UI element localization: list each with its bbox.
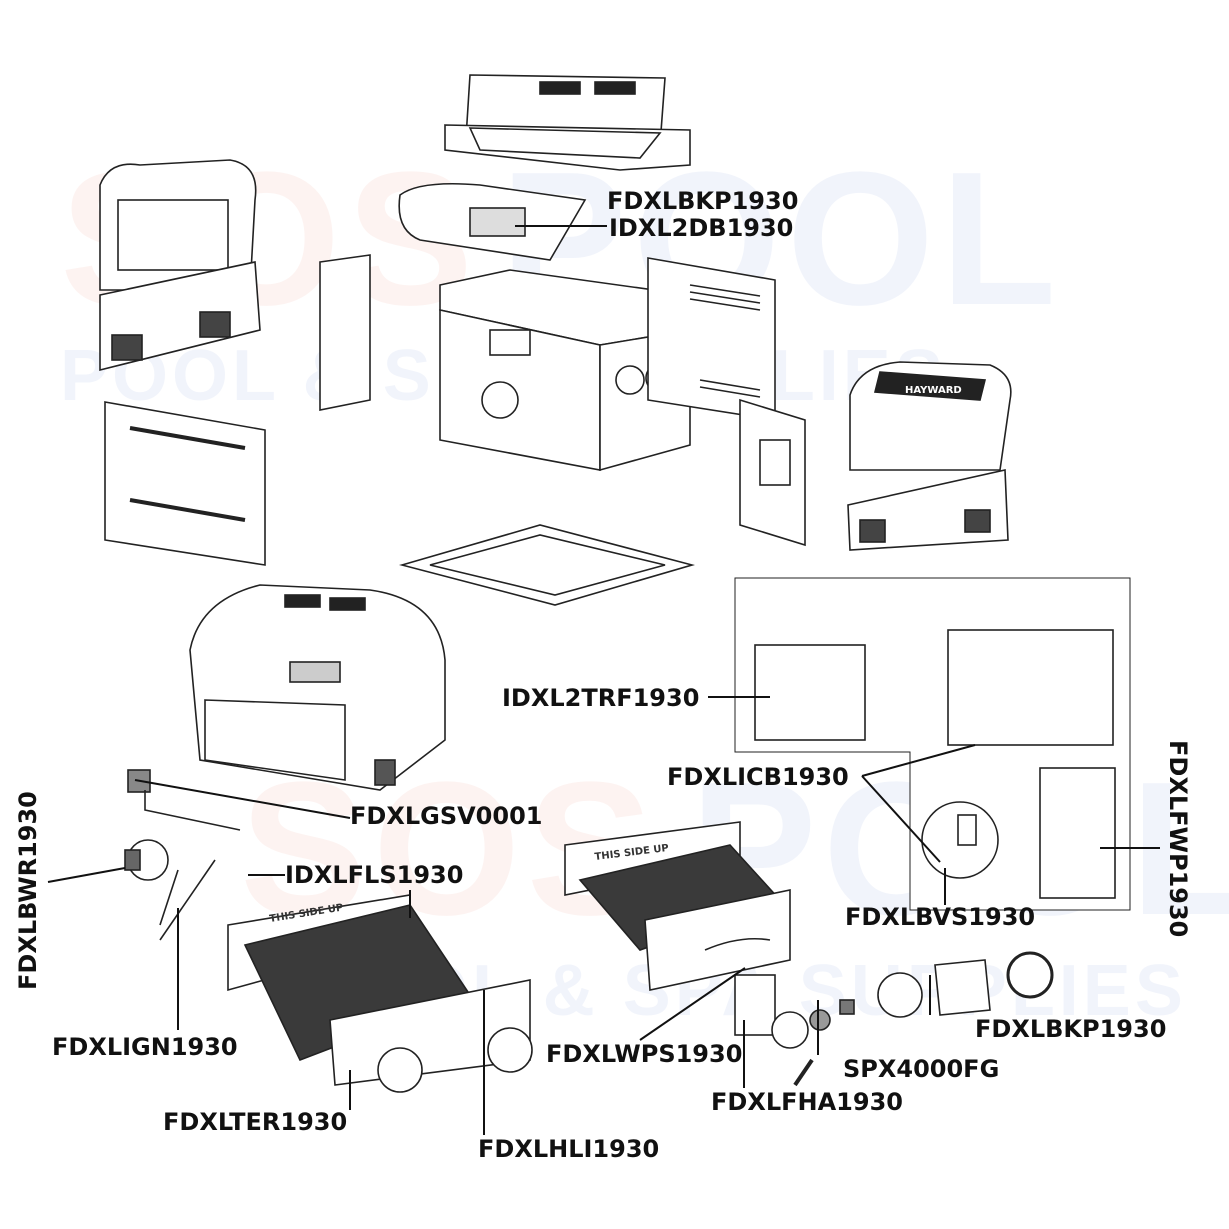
label-fdxlter1930: FDXLTER1930 bbox=[163, 1108, 348, 1136]
igniter-rod bbox=[159, 869, 179, 926]
heat-exchanger-left: THIS SIDE UP bbox=[227, 894, 533, 1093]
flame-sensor-rod bbox=[159, 859, 216, 941]
label-idxl2db1930: IDXL2DB1930 bbox=[609, 214, 794, 242]
water-header-assembly bbox=[734, 951, 1054, 1087]
rear-grille-panel bbox=[647, 257, 776, 421]
side-door-lower bbox=[99, 261, 261, 372]
label-fdxlbwr1930: FDXLBWR1930 bbox=[14, 791, 42, 990]
bolt bbox=[793, 1058, 814, 1087]
front-cover-lower bbox=[847, 469, 1009, 551]
gas-valve-manifold bbox=[127, 769, 241, 831]
label-fdxlfwp1930: FDXLFWP1930 bbox=[1164, 740, 1192, 938]
label-fdxlbkp1930-bypass: FDXLBKP1930 bbox=[975, 1015, 1167, 1043]
control-board-panel bbox=[734, 577, 1131, 911]
label-idxlfls1930: IDXLFLS1930 bbox=[285, 861, 464, 889]
front-cover-upper: HAYWARD bbox=[849, 361, 1012, 471]
heater-chassis bbox=[439, 269, 691, 472]
hayward-logo: HAYWARD bbox=[905, 385, 962, 396]
label-spx4000fg: SPX4000FG bbox=[843, 1055, 1000, 1083]
leader-lines bbox=[47, 225, 1160, 1135]
side-panel bbox=[104, 401, 266, 566]
label-fdxlicb1930: FDXLICB1930 bbox=[667, 763, 849, 791]
label-fdxlbkp1930-top: FDXLBKP1930 bbox=[607, 187, 799, 215]
label-fdxlign1930: FDXLIGN1930 bbox=[52, 1033, 238, 1061]
label-idxl2trf1930: IDXL2TRF1930 bbox=[502, 684, 700, 712]
label-fdxlbvs1930: FDXLBVS1930 bbox=[845, 903, 1036, 931]
assembled-heater bbox=[189, 584, 446, 791]
label-fdxlhli1930: FDXLHLI1930 bbox=[478, 1135, 660, 1163]
label-fdxlfha1930: FDXLFHA1930 bbox=[711, 1088, 903, 1116]
label-fdxlwps1930: FDXLWPS1930 bbox=[546, 1040, 743, 1068]
plumbing-side-panel bbox=[739, 398, 806, 547]
blower bbox=[124, 839, 169, 881]
top-frame bbox=[444, 124, 691, 171]
side-door-upper bbox=[99, 159, 257, 291]
display-bezel bbox=[398, 182, 587, 261]
heat-exchanger-right: THIS SIDE UP bbox=[564, 821, 791, 991]
base-pan bbox=[398, 524, 695, 606]
internal-bracket bbox=[319, 254, 371, 411]
label-fdxlgsv0001: FDXLGSV0001 bbox=[350, 802, 543, 830]
